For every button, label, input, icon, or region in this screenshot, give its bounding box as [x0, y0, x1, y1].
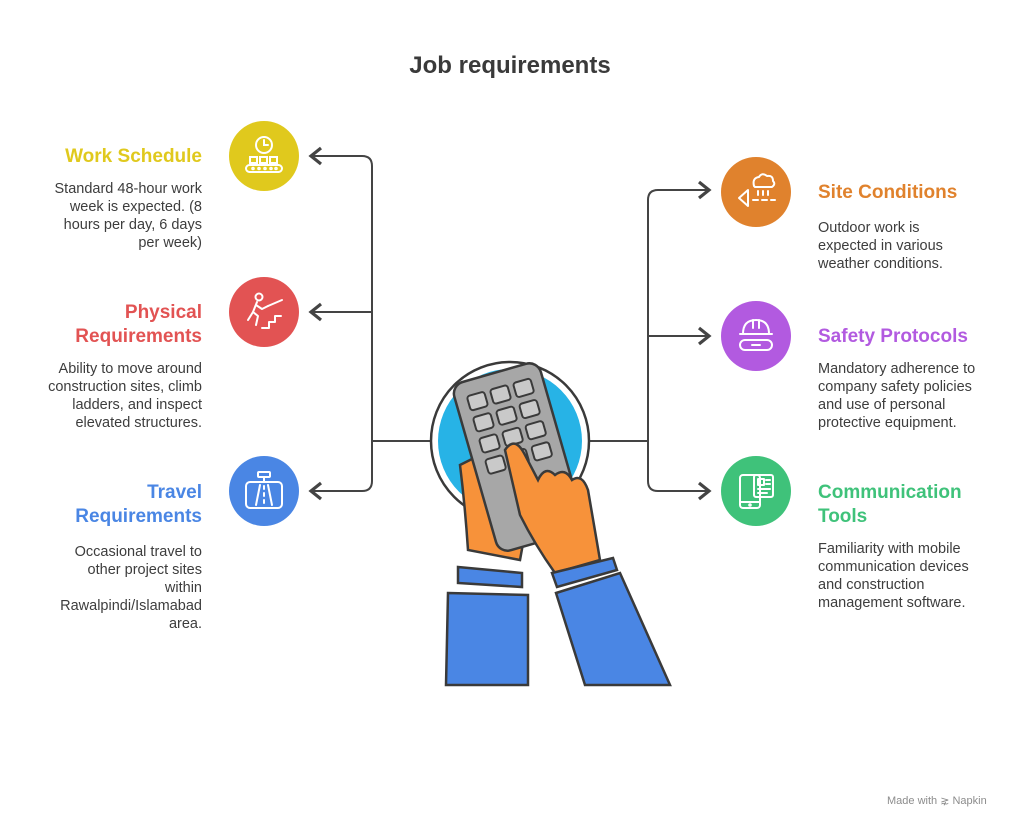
stair-climb-icon — [247, 292, 283, 329]
work-schedule-description: Standard 48-hour work week is expected. … — [54, 181, 203, 251]
travel-requirements-heading: Travel Requirements — [75, 482, 202, 527]
communication-tools-heading: Communication Tools — [818, 482, 962, 527]
work-schedule-heading: Work Schedule — [65, 146, 202, 167]
physical-requirements-description: Ability to move around construction site… — [48, 361, 202, 431]
safety-protocols-heading: Safety Protocols — [818, 326, 968, 347]
phone-document-icon — [739, 474, 774, 509]
travel-requirements-icon-circle — [229, 456, 299, 526]
left-sleeve — [444, 591, 530, 687]
safety-protocols-icon-circle — [721, 301, 791, 371]
safety-protocols-description: Mandatory adherence to company safety po… — [818, 361, 976, 431]
site-conditions-description: Outdoor work is expected in various weat… — [818, 220, 943, 272]
page-title: Job requirements — [409, 52, 611, 79]
communication-tools-icon-circle — [721, 456, 791, 526]
napkin-watermark: Made with ⋧ Napkin — [887, 795, 987, 807]
site-conditions-icon-circle — [721, 157, 791, 227]
road-sign-icon — [245, 471, 283, 509]
work-schedule-icon-circle — [229, 121, 299, 191]
weather-icon — [738, 173, 776, 207]
physical-requirements-heading: Physical Requirements — [75, 302, 202, 347]
right-hand — [503, 442, 602, 575]
right-sleeve — [554, 571, 672, 687]
hardhat-goggles-icon — [739, 319, 773, 351]
physical-requirements-icon-circle — [229, 277, 299, 347]
hands-calculator-illustration — [429, 360, 672, 687]
clock-conveyor-icon — [245, 136, 283, 173]
communication-tools-description: Familiarity with mobile communication de… — [818, 541, 969, 611]
travel-requirements-description: Occasional travel to other project sites… — [60, 544, 202, 632]
site-conditions-heading: Site Conditions — [818, 182, 958, 203]
